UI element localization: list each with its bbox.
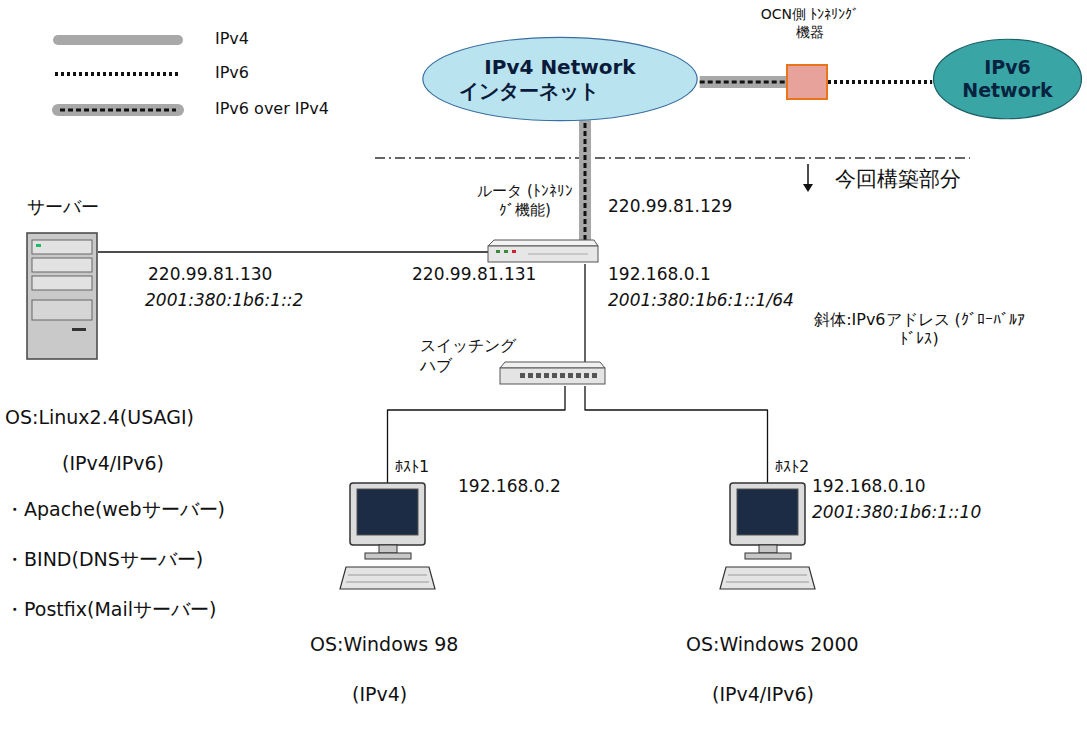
device-label: ﾎｽﾄ1 <box>395 457 445 477</box>
host-symbol <box>340 483 435 593</box>
device-label: OCN側 ﾄﾝﾈﾘﾝｸﾞ機器 <box>760 6 860 41</box>
network-name: IPv4 Network <box>484 55 635 79</box>
legend-sample-ipv6 <box>55 72 180 76</box>
server-node: サーバー <box>18 196 118 364</box>
device-label: サーバー <box>18 196 108 219</box>
annotation-text: 220.99.81.131 <box>412 264 536 284</box>
down-arrow <box>803 164 813 192</box>
legend-sample-tunnel <box>58 110 178 111</box>
device-label: ルータ (ﾄﾝﾈﾘﾝｸﾞ機能) <box>470 182 580 220</box>
boundary-line <box>375 157 970 159</box>
annotation-text: OS:Linux2.4(USAGI) <box>5 406 194 429</box>
ipv6-address: 2001:380:1b6:1::10 <box>812 502 981 522</box>
legend-text: IPv4 <box>215 29 249 48</box>
device-label: スイッチング ハブ <box>420 336 520 376</box>
legend-text: IPv6 <box>215 63 249 82</box>
host-node: ﾎｽﾄ1 <box>335 455 465 605</box>
legend-text: IPv6 over IPv4 <box>215 99 329 118</box>
annotation-text: ・BIND(DNSサーバー) <box>5 548 203 571</box>
hub-node: スイッチング ハブ <box>420 336 605 390</box>
annotation-text: OS:Windows 2000 <box>686 633 859 656</box>
annotation-text: 192.168.0.1 <box>608 264 711 284</box>
annotation-text: 220.99.81.129 <box>608 196 732 216</box>
network-link <box>585 120 586 240</box>
annotation-text: 192.168.0.2 <box>458 476 561 496</box>
router-node: ルータ (ﾄﾝﾈﾘﾝｸﾞ機能) <box>470 182 620 266</box>
network-link <box>98 252 488 253</box>
network-name: インターネット <box>459 79 599 103</box>
annotation-text: 斜体:IPv6アドレス (ｸﾞﾛｰﾊﾞﾙｱﾄﾞﾚｽ) <box>812 310 1027 348</box>
network-link <box>700 82 786 83</box>
device-label: ﾎｽﾄ2 <box>775 457 825 477</box>
annotation-text: OS:Windows 98 <box>310 633 458 656</box>
annotation-text: 今回構築部分 <box>835 167 961 192</box>
annotation-text: (IPv4/IPv6) <box>62 452 164 475</box>
host-symbol <box>720 483 815 593</box>
server-symbol <box>26 232 98 360</box>
network-name: IPv6 Network <box>957 56 1058 102</box>
network-link <box>388 386 566 483</box>
annotation-text: ・Postfix(Mailサーバー) <box>5 598 216 621</box>
annotation-text: 192.168.0.10 <box>812 476 926 496</box>
network-cloud: IPv6 Network <box>932 38 1083 120</box>
tunnel-node: OCN側 ﾄﾝﾈﾘﾝｸﾞ機器 <box>756 6 864 102</box>
annotation-text: (IPv4/IPv6) <box>712 683 814 706</box>
annotation-text: ・Apache(webサーバー) <box>5 498 225 521</box>
annotation-text: (IPv4) <box>352 683 407 706</box>
tunnel-symbol <box>786 64 828 100</box>
legend-sample-ipv4 <box>58 35 178 45</box>
network-link <box>828 82 932 83</box>
network-link <box>585 386 768 483</box>
hub-symbol <box>500 362 605 386</box>
router-symbol <box>488 240 598 264</box>
network-cloud: IPv4 Networkインターネット <box>420 36 700 122</box>
ipv6-address: 2001:380:1b6:1::2 <box>145 290 303 310</box>
ipv6-address: 2001:380:1b6:1::1/64 <box>608 290 794 310</box>
network-link <box>585 264 586 362</box>
annotation-text: 220.99.81.130 <box>148 264 272 284</box>
